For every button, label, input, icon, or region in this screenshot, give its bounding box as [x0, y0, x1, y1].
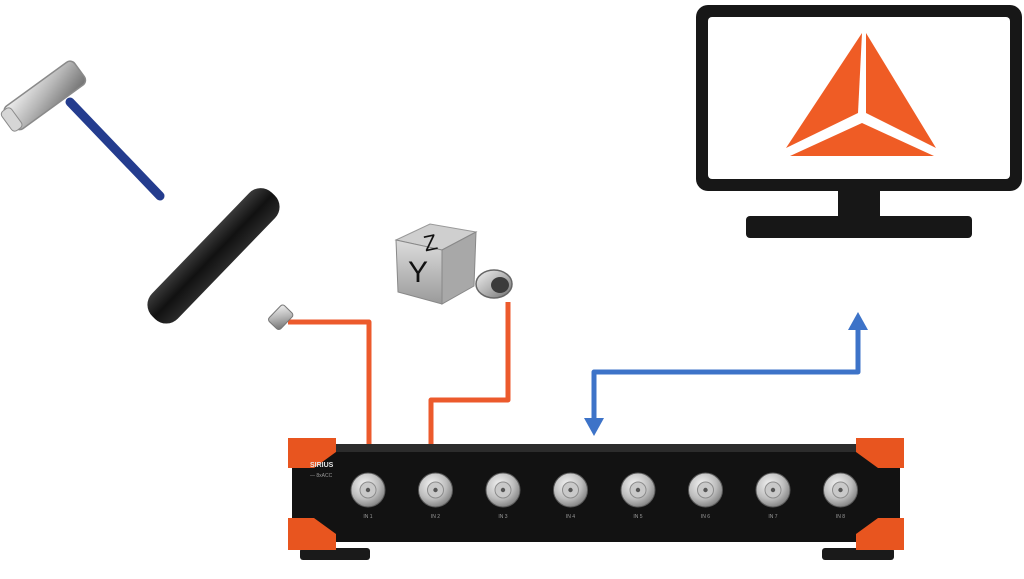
bnc-connector-6: IN 6: [688, 472, 723, 520]
channel-connectors: IN 1 IN 2 IN 3 IN 4 IN 5 IN 6 IN 7 IN 8: [350, 472, 858, 520]
axis-z-label: Z: [421, 229, 439, 256]
bnc-connector-2: IN 2: [418, 472, 453, 520]
dewesoft-logo-icon: [786, 33, 936, 156]
hammer-shaft: [65, 97, 165, 201]
device-foot-right: [822, 548, 894, 560]
bnc-pin: [500, 487, 506, 493]
bnc-connector-4: IN 4: [553, 472, 588, 520]
device-brand: SIRIUS: [310, 462, 334, 469]
bnc-connector-5: IN 5: [620, 472, 656, 520]
bnc-pin: [770, 487, 776, 493]
device-body: [292, 444, 900, 542]
bnc-connector-1: IN 1: [350, 472, 386, 520]
accelerometer-front-face: [395, 239, 443, 305]
data-link-arrow: [584, 312, 868, 436]
bnc-pin: [838, 487, 843, 493]
bumper-top-right: [856, 438, 904, 468]
bumper-top-left: [288, 438, 336, 468]
channel-label: IN 5: [633, 514, 642, 520]
connector-socket: [491, 277, 509, 293]
arrowhead-up-icon: [848, 312, 868, 330]
monitor-screen: [708, 17, 1010, 179]
hammer-tip: [0, 107, 23, 132]
bumper-bottom-right: [856, 518, 904, 550]
device-foot-left: [300, 548, 370, 560]
channel-label: IN 1: [363, 514, 372, 520]
channel-label: IN 3: [498, 514, 507, 520]
hammer-grip: [147, 188, 280, 324]
bnc-connector-8: IN 8: [823, 472, 858, 520]
bnc-pin: [703, 487, 708, 493]
data-link-line: [591, 328, 861, 420]
channel-label: IN 4: [566, 514, 575, 520]
axis-y-label: Y: [408, 256, 428, 289]
channel-label: IN 6: [701, 514, 710, 520]
channel-label: IN 8: [836, 514, 845, 520]
hammer-connector: [268, 304, 294, 331]
device-top-edge: [300, 444, 892, 452]
bnc-connector-7: IN 7: [755, 472, 791, 520]
bnc-pin: [365, 487, 371, 493]
bnc-pin: [568, 487, 573, 493]
bnc-pin: [635, 487, 641, 493]
channel-label: IN 2: [431, 514, 440, 520]
bnc-connector-3: IN 3: [485, 472, 521, 520]
hammer-cable: [288, 319, 372, 490]
monitor-base: [746, 216, 972, 238]
impact-hammer: [0, 60, 294, 331]
bnc-pin: [433, 487, 438, 493]
device-model: — 8xACC: [310, 473, 333, 479]
accelerometer: Y Z: [394, 223, 513, 305]
bumper-bottom-left: [288, 518, 336, 550]
arrowhead-down-icon: [584, 418, 604, 436]
computer-monitor: [696, 5, 1022, 238]
monitor-neck: [838, 191, 880, 217]
channel-label: IN 7: [768, 514, 777, 520]
